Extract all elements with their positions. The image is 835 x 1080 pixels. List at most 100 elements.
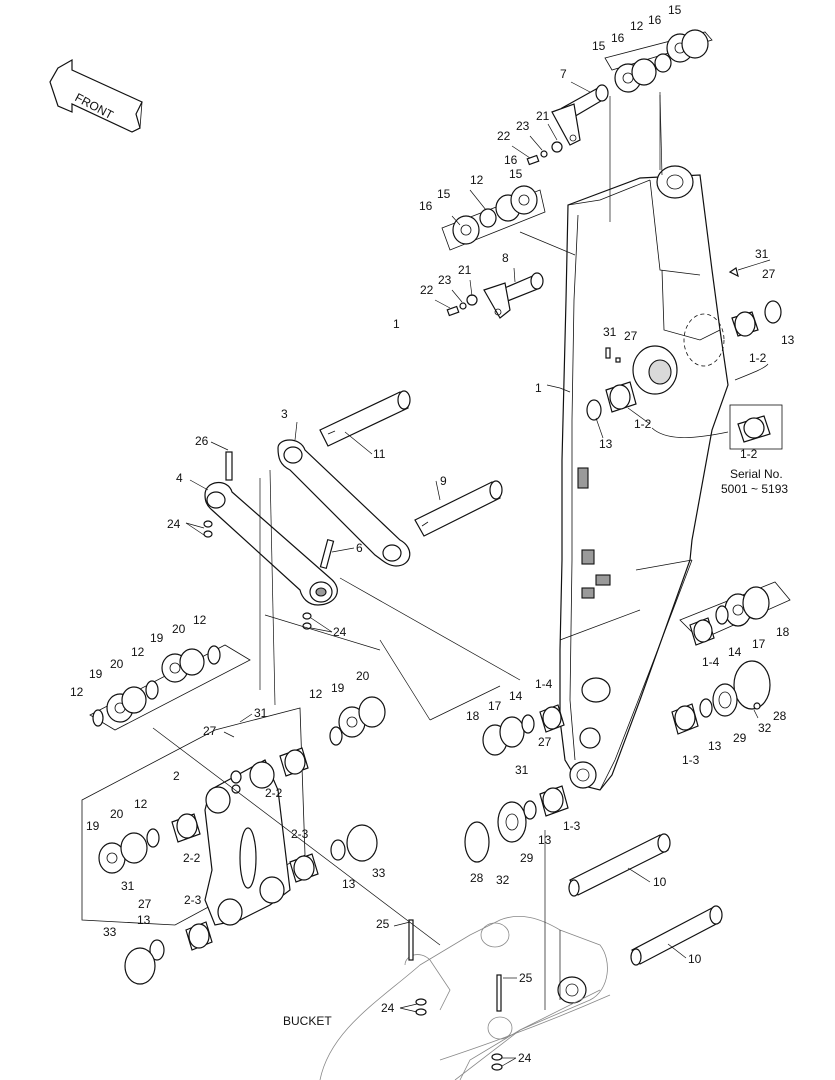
label-20: 20 <box>356 669 370 683</box>
label-24: 24 <box>333 625 347 639</box>
label-16: 16 <box>611 31 625 45</box>
pin-11 <box>319 390 411 447</box>
label-13: 13 <box>708 739 722 753</box>
label-1-2: 1-2 <box>740 447 758 461</box>
label-16: 16 <box>648 13 662 27</box>
front-arrow: FRONT <box>49 58 143 133</box>
label-18: 18 <box>466 709 480 723</box>
pin-8 <box>446 272 544 319</box>
label-22: 22 <box>420 283 434 297</box>
label-9: 9 <box>440 474 447 488</box>
label-11: 11 <box>373 447 386 461</box>
label-33: 33 <box>103 925 117 939</box>
label-1-4: 1-4 <box>702 655 720 669</box>
label-25: 25 <box>519 971 533 985</box>
arm-end-left-parts <box>464 704 569 863</box>
label-19: 19 <box>150 631 164 645</box>
left-washer-group <box>89 644 251 731</box>
label-12: 12 <box>131 645 145 659</box>
label-27: 27 <box>138 897 152 911</box>
label-13: 13 <box>599 437 613 451</box>
label-1-4: 1-4 <box>535 677 553 691</box>
label-32: 32 <box>758 721 772 735</box>
label-17: 17 <box>488 699 502 713</box>
label-28: 28 <box>773 709 787 723</box>
label-31: 31 <box>755 247 769 261</box>
label-1-3: 1-3 <box>563 819 581 833</box>
label-15: 15 <box>592 39 606 53</box>
label-27: 27 <box>203 724 217 738</box>
label-31: 31 <box>121 879 135 893</box>
label-13: 13 <box>781 333 795 347</box>
label-10: 10 <box>653 875 667 889</box>
label-27: 27 <box>538 735 552 749</box>
label-2: 2 <box>173 769 180 783</box>
label-2-3: 2-3 <box>184 893 202 907</box>
label-12: 12 <box>193 613 207 627</box>
label-2-2: 2-2 <box>183 851 201 865</box>
label-15: 15 <box>437 187 451 201</box>
label-15: 15 <box>668 3 682 17</box>
label-3: 3 <box>281 407 288 421</box>
serial-note-box <box>651 363 783 450</box>
bushing-1-2-lower <box>586 347 637 421</box>
label-2-2: 2-2 <box>265 786 283 800</box>
label-14: 14 <box>509 689 523 703</box>
label-16: 16 <box>419 199 433 213</box>
label-14: 14 <box>728 645 742 659</box>
label-16: 16 <box>504 153 518 167</box>
middle-washer-group <box>441 185 576 256</box>
label-20: 20 <box>172 622 186 636</box>
label-6: 6 <box>356 541 363 555</box>
bucket-outline <box>319 915 611 1080</box>
label-31: 31 <box>603 325 617 339</box>
label-4: 4 <box>176 471 183 485</box>
leader-lines <box>152 92 661 1010</box>
label-12: 12 <box>70 685 84 699</box>
label-21: 21 <box>536 109 550 123</box>
label-29: 29 <box>520 851 534 865</box>
label-28: 28 <box>470 871 484 885</box>
label-12: 12 <box>309 687 323 701</box>
link-2 <box>81 707 306 926</box>
label-17: 17 <box>752 637 766 651</box>
label-31: 31 <box>254 706 268 720</box>
label-26: 26 <box>195 434 209 448</box>
label-20: 20 <box>110 657 124 671</box>
label-1-2: 1-2 <box>749 351 767 365</box>
label-serial-range: 5001 ~ 5193 <box>721 482 788 496</box>
label-1: 1 <box>393 317 400 331</box>
link-3 <box>277 439 411 567</box>
label-24: 24 <box>167 517 181 531</box>
top-right-washer-group <box>604 29 713 176</box>
label-32: 32 <box>496 873 510 887</box>
label-23: 23 <box>438 273 452 287</box>
label-13: 13 <box>137 913 151 927</box>
label-13: 13 <box>538 833 552 847</box>
arm-end-right-parts <box>671 581 791 735</box>
label-serial-no: Serial No. <box>730 467 783 481</box>
label-12: 12 <box>470 173 484 187</box>
label-bucket: BUCKET <box>283 1014 332 1028</box>
label-13: 13 <box>342 877 356 891</box>
label-31: 31 <box>515 763 529 777</box>
label-7: 7 <box>560 67 567 81</box>
label-1-2: 1-2 <box>634 417 652 431</box>
bushing-1-2-upper <box>728 267 782 337</box>
part-labels: 15 16 12 16 15 7 21 23 22 16 15 12 15 16… <box>70 3 795 1065</box>
label-27: 27 <box>624 329 638 343</box>
label-23: 23 <box>516 119 530 133</box>
label-12: 12 <box>134 797 148 811</box>
label-24: 24 <box>518 1051 532 1065</box>
pin-9 <box>414 480 503 537</box>
label-22: 22 <box>497 129 511 143</box>
arm-body <box>559 165 729 791</box>
label-27: 27 <box>762 267 776 281</box>
label-18: 18 <box>776 625 790 639</box>
label-10: 10 <box>688 952 702 966</box>
label-33: 33 <box>372 866 386 880</box>
link-2-washers <box>98 696 386 985</box>
label-19: 19 <box>86 819 100 833</box>
label-8: 8 <box>502 251 509 265</box>
